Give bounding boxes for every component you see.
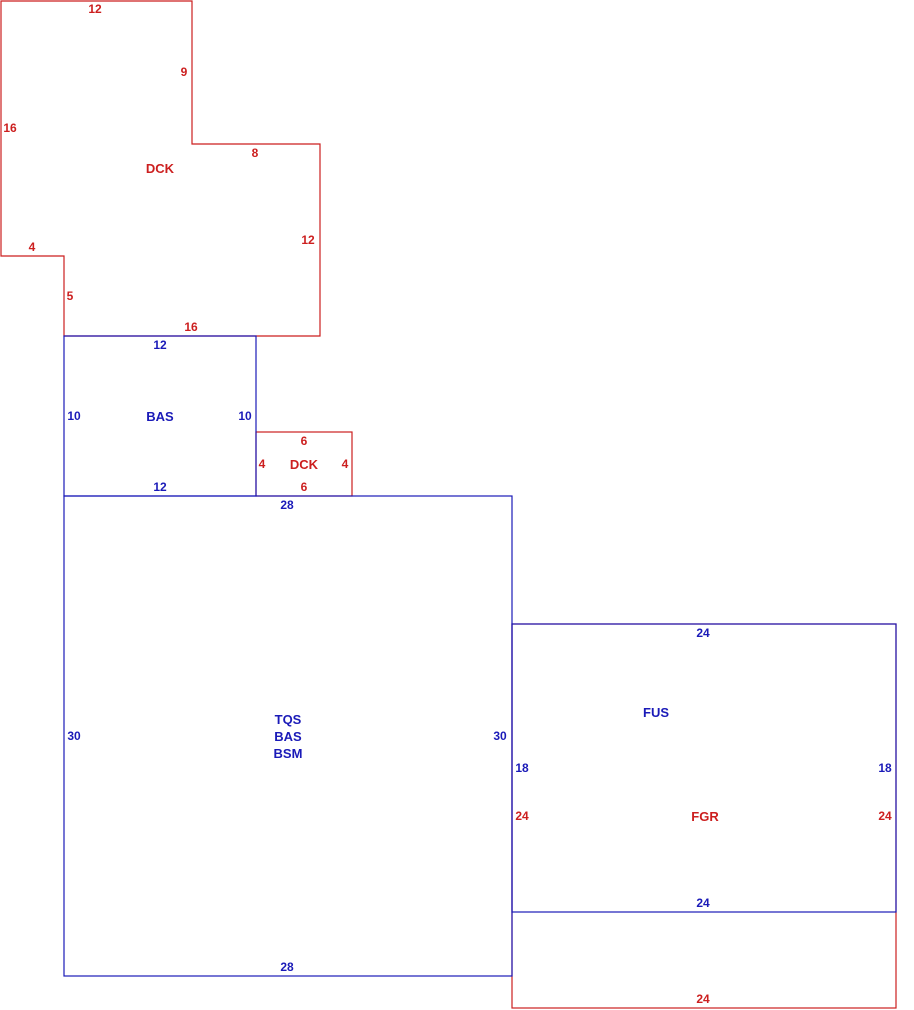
- main-block-code-1: TQS: [275, 712, 302, 727]
- main-block-edge-top: 28: [280, 498, 294, 512]
- deck-top-edge-notch: 4: [29, 240, 36, 254]
- fus-outline: [511, 623, 897, 913]
- fgr-edge-bottom: 24: [696, 992, 710, 1006]
- deck-top-edge-step: 8: [252, 146, 259, 160]
- deck-top-edge-left: 16: [3, 121, 17, 135]
- main-block-edge-bottom: 28: [280, 960, 294, 974]
- deck-top-edge-upper-right: 9: [181, 65, 188, 79]
- deck-top-edge-bottom: 16: [184, 320, 198, 334]
- deck-top-outline: [0, 0, 321, 337]
- bas-upper-code: BAS: [146, 409, 174, 424]
- deck-top-edge-top: 12: [88, 2, 102, 16]
- fus-edge-bottom: 24: [696, 896, 710, 910]
- fus-code: FUS: [643, 705, 669, 720]
- deck-small-edge-top: 6: [301, 434, 308, 448]
- main-block-edge-left: 30: [67, 729, 81, 743]
- main-block-code-2: BAS: [274, 729, 302, 744]
- main-block-edge-right: 30: [493, 729, 507, 743]
- fgr-edge-right: 24: [878, 809, 892, 823]
- deck-small-edge-bottom: 6: [301, 480, 308, 494]
- deck-small-edge-right: 4: [342, 457, 349, 471]
- bas-upper-edge-bottom: 12: [153, 480, 167, 494]
- fgr-code: FGR: [691, 809, 719, 824]
- fus-edge-top: 24: [696, 626, 710, 640]
- deck-small-code: DCK: [290, 457, 319, 472]
- bas-upper-edge-top: 12: [153, 338, 167, 352]
- deck-top-edge-right: 12: [301, 233, 315, 247]
- fgr-edge-left: 24: [515, 809, 529, 823]
- deck-top-code: DCK: [146, 161, 175, 176]
- bas-upper-edge-right: 10: [238, 409, 252, 423]
- main-block-code-3: BSM: [274, 746, 303, 761]
- fus-edge-left: 18: [515, 761, 529, 775]
- deck-small-edge-left: 4: [259, 457, 266, 471]
- deck-top-edge-lower-left: 5: [67, 289, 74, 303]
- fus-edge-right: 18: [878, 761, 892, 775]
- bas-upper-edge-left: 10: [67, 409, 81, 423]
